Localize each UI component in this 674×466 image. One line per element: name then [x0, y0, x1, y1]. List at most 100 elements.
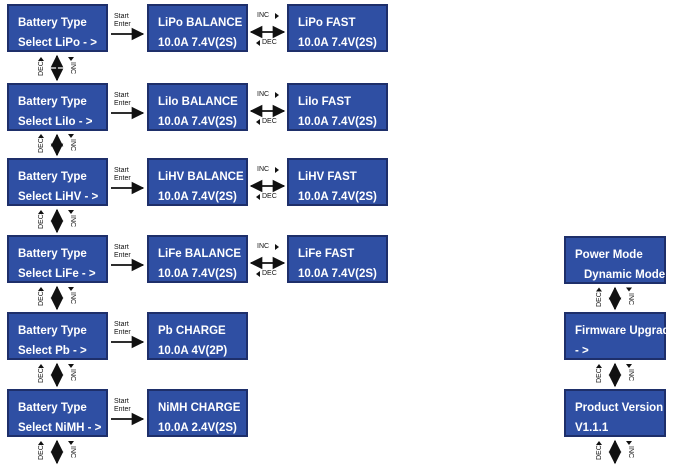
inc-pointer-h-icon-2	[275, 167, 279, 173]
dec-label-h-0: DEC	[262, 39, 277, 46]
inc-pointer-icon-s0	[626, 287, 632, 292]
inc-label-1: INC	[69, 139, 76, 152]
lcd-line-2: 10.0A 7.4V(2S)	[158, 116, 237, 128]
inc-pointer-icon-s2	[626, 441, 632, 445]
lcd-line-2: 10.0A 7.4V(2S)	[158, 191, 237, 203]
lcd-line-1: Firmware Upgrade	[575, 325, 674, 337]
inc-pointer-icon-5	[68, 441, 74, 445]
start-label-0: Start	[114, 13, 129, 20]
dec-label-4: DEC	[38, 368, 45, 383]
start-label-3: Start	[114, 244, 129, 251]
dec-label-0: DEC	[38, 61, 45, 76]
inc-label-5: INC	[69, 446, 76, 459]
inc-pointer-icon-s1	[626, 364, 632, 368]
lcd-line-2: V1.1.1	[575, 422, 609, 434]
lcd-line-1: LiIo BALANCE	[158, 96, 238, 108]
lcd-line-2: Select Pb - >	[18, 345, 87, 357]
dec-label-h-1: DEC	[262, 118, 277, 125]
dec-label-h-2: DEC	[262, 193, 277, 200]
lcd-line-2: Select NiMH - >	[18, 422, 102, 434]
inc-label-3: INC	[69, 292, 76, 305]
lcd-line-2: 10.0A 7.4V(2S)	[298, 191, 377, 203]
inc-pointer-h-icon-1	[275, 92, 279, 98]
lcd-line-2: Select LiFe - >	[18, 268, 96, 280]
inc-pointer-icon-0	[68, 57, 74, 61]
lcd-line-1: Battery Type	[18, 402, 87, 414]
dec-pointer-icon-s1	[596, 364, 602, 368]
enter-label-0: Enter	[114, 21, 131, 28]
lcd-line-2: 10.0A 7.4V(2S)	[158, 268, 237, 280]
enter-label-2: Enter	[114, 175, 131, 182]
lcd-line-1: Product Version	[575, 402, 664, 414]
dec-pointer-icon-s0	[596, 287, 602, 292]
inc-pointer-h-icon-3	[275, 244, 279, 250]
fast-program-screen-3: LiFe FAST 10.0A 7.4V(2S)	[287, 235, 388, 283]
dec-pointer-icon-4	[38, 364, 44, 368]
dec-pointer-icon-0	[38, 57, 44, 61]
inc-label-h-3: INC	[257, 243, 270, 250]
dec-label-2: DEC	[38, 214, 45, 229]
lcd-line-2: Select LiIo - >	[18, 116, 93, 128]
enter-label-3: Enter	[114, 252, 131, 259]
inc-pointer-icon-3	[68, 287, 74, 291]
lcd-line-2: 10.0A 7.4V(2S)	[298, 116, 377, 128]
dec-pointer-icon-3	[38, 287, 44, 291]
start-label-1: Start	[114, 92, 129, 99]
dec-pointer-h-icon-0	[256, 40, 260, 46]
dec-pointer-icon-2	[38, 210, 44, 214]
lcd-line-2: 10.0A 7.4V(2S)	[158, 37, 237, 49]
start-label-2: Start	[114, 167, 129, 174]
inc-pointer-h-icon-0	[275, 13, 279, 19]
start-label-5: Start	[114, 398, 129, 405]
dec-label-s0: DEC	[596, 291, 603, 307]
dec-pointer-icon-5	[38, 441, 44, 445]
dec-pointer-h-icon-3	[256, 271, 260, 277]
lcd-line-2: 10.0A 2.4V(2S)	[158, 422, 237, 434]
inc-pointer-icon-1	[68, 134, 74, 138]
lcd-line-2: 10.0A 4V(2P)	[158, 345, 228, 357]
inc-pointer-icon-2	[68, 210, 74, 214]
lcd-line-2: Select LiPo - >	[18, 37, 97, 49]
inc-label-h-0: INC	[257, 12, 270, 19]
lcd-line-1: Battery Type	[18, 325, 87, 337]
lcd-line-2: 10.0A 7.4V(2S)	[298, 268, 377, 280]
dec-pointer-icon-1	[38, 134, 44, 138]
lcd-line-1: Battery Type	[18, 248, 87, 260]
dec-label-h-3: DEC	[262, 270, 277, 277]
dec-label-s1: DEC	[596, 368, 603, 383]
inc-label-h-1: INC	[257, 91, 270, 98]
lcd-line-1: NiMH CHARGE	[158, 402, 241, 414]
lcd-line-1: LiFe BALANCE	[158, 248, 242, 260]
dec-label-3: DEC	[38, 291, 45, 306]
lcd-line-2: Select LiHV - >	[18, 191, 99, 203]
lcd-line-1: Power Mode	[575, 249, 643, 261]
lcd-line-1: LiIo FAST	[298, 96, 352, 108]
lcd-line-1: Battery Type	[18, 96, 87, 108]
inc-label-s0: INC	[627, 292, 634, 305]
lcd-line-1: Battery Type	[18, 17, 87, 29]
charge-program-screen-1: LiIo BALANCE 10.0A 7.4V(2S)	[147, 83, 248, 131]
dec-pointer-h-icon-2	[256, 194, 260, 200]
inc-label-h-2: INC	[257, 166, 270, 173]
lcd-line-1: LiPo FAST	[298, 17, 356, 29]
dec-label-1: DEC	[38, 138, 45, 153]
dec-pointer-h-icon-1	[256, 119, 260, 125]
inc-pointer-icon-4	[68, 364, 74, 368]
dec-pointer-icon-s2	[596, 441, 602, 445]
system-screen-1: Firmware Upgrade- >	[564, 312, 674, 360]
lcd-line-1: LiHV BALANCE	[158, 171, 244, 183]
lcd-line-2: 10.0A 7.4V(2S)	[298, 37, 377, 49]
lcd-line-1: LiFe FAST	[298, 248, 355, 260]
charge-program-screen-5: NiMH CHARGE 10.0A 2.4V(2S)	[147, 389, 248, 437]
